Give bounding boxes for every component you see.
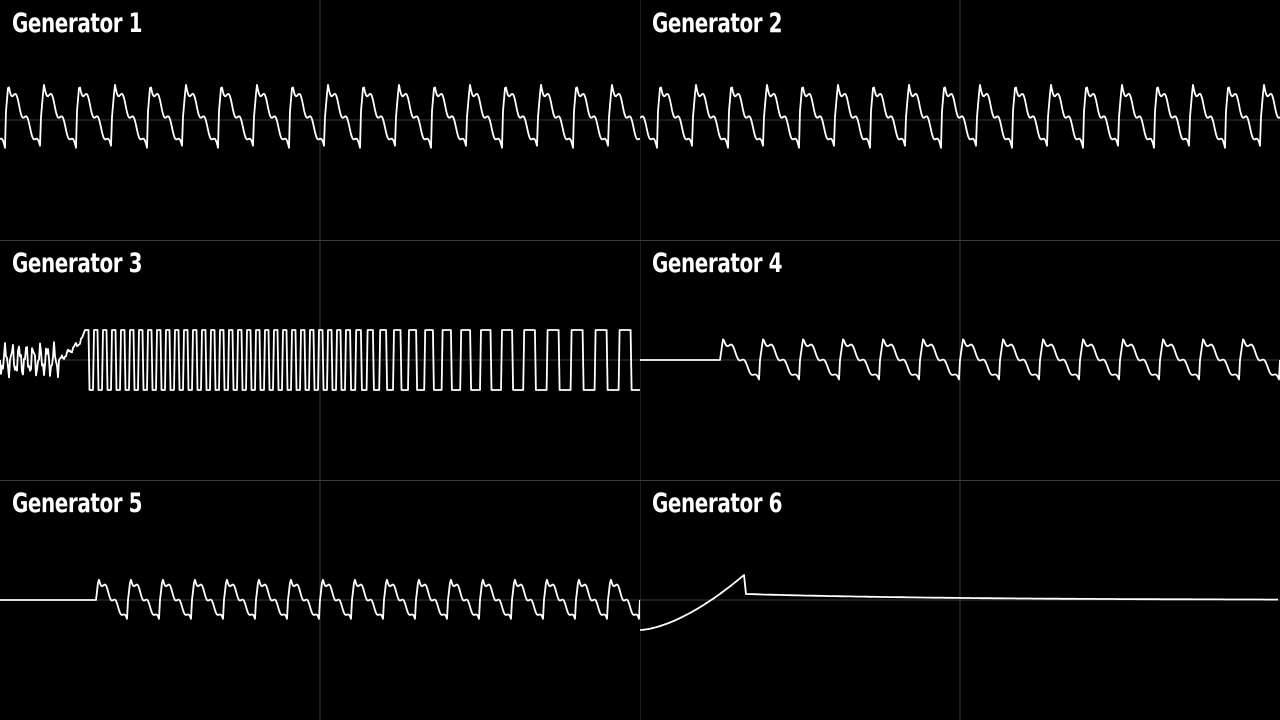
waveform-trace (640, 574, 1278, 631)
generator-3-panel: Generator 3 (0, 240, 640, 480)
waveform-trace (0, 329, 640, 391)
generator-5-panel: Generator 5 (0, 480, 640, 720)
generator-2-waveform (640, 0, 1280, 240)
grid-lines (0, 0, 640, 240)
generator-3-waveform (0, 240, 640, 480)
generator-5-waveform (0, 480, 640, 720)
generator-2-panel: Generator 2 (640, 0, 1280, 240)
generator-4-waveform (640, 240, 1280, 480)
grid-lines (640, 480, 1280, 720)
generator-1-panel: Generator 1 (0, 0, 640, 240)
generator-5-label: Generator 5 (12, 488, 143, 519)
grid-lines (640, 0, 1280, 240)
generator-6-label: Generator 6 (652, 488, 783, 519)
generator-4-label: Generator 4 (652, 248, 783, 279)
waveform-trace (640, 84, 1280, 149)
waveform-trace (640, 338, 1280, 381)
generator-3-label: Generator 3 (12, 248, 143, 279)
waveform-trace (0, 84, 640, 149)
generator-6-waveform (640, 480, 1280, 720)
generator-4-panel: Generator 4 (640, 240, 1280, 480)
generator-1-waveform (0, 0, 640, 240)
generator-2-label: Generator 2 (652, 8, 783, 39)
generator-1-label: Generator 1 (12, 8, 143, 39)
generator-6-panel: Generator 6 (640, 480, 1280, 720)
waveform-trace (0, 578, 640, 620)
